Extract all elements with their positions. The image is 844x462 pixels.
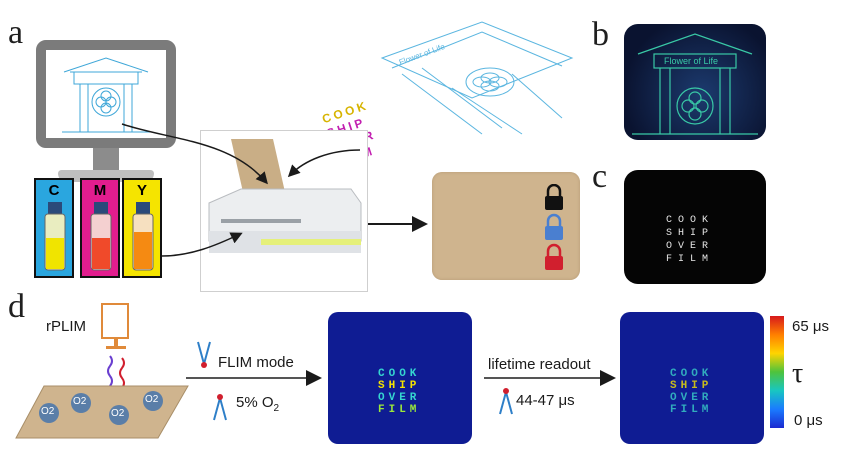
flim-image: COOK SHIP OVER FILM [328, 312, 472, 444]
printer [200, 130, 368, 292]
vial-icon [44, 202, 66, 271]
tweezers-icon [499, 388, 513, 415]
monitor-stand [93, 148, 119, 172]
filtered-row-2: SHIP [670, 380, 713, 392]
colorbar-symbol: τ [792, 358, 804, 389]
flim-mode-label: FLIM mode [218, 354, 294, 371]
vial-icon [90, 202, 112, 271]
flim-row-2: SHIP [378, 380, 421, 392]
glow-word-grid: COOK SHIP OVER FILM [666, 214, 714, 266]
o2-molecule-1: O2 [38, 402, 60, 429]
ink-magenta: M [80, 178, 120, 278]
colorbar-max: 65 μs [792, 318, 829, 335]
filtered-flim-image: COOK SHIP OVER FILM [620, 312, 764, 444]
word-grid-luminescence: COOK SHIP OVER FILM [624, 170, 766, 284]
readout-label: lifetime readout [488, 356, 591, 373]
glow-row-1: COOK [666, 215, 715, 226]
temple-luminescence-image: Flower of Life [624, 24, 766, 140]
glow-row-2: SHIP [666, 228, 715, 239]
colorbar-min: 0 μs [794, 412, 823, 429]
ink-label-m: M [93, 182, 107, 199]
o2-molecule-4: O2 [142, 390, 164, 417]
o2-molecule-3: O2 [108, 404, 130, 431]
filtered-word-grid: COOK SHIP OVER FILM [670, 368, 712, 416]
panel-label-d: d [8, 288, 25, 325]
panel-label-a: a [8, 14, 24, 51]
filtered-row-3: OVER [670, 392, 713, 404]
ink-label-y: Y [136, 182, 147, 199]
tweezers-icon [197, 341, 211, 368]
tweezers-icon [213, 394, 227, 421]
glow-row-3: OVER [666, 241, 715, 252]
rplim-device-icon [101, 303, 129, 389]
glow-row-4: FILM [666, 254, 715, 265]
o2-molecule-2: O2 [70, 392, 92, 419]
panel-label-b: b [592, 16, 609, 53]
flim-word-grid: COOK SHIP OVER FILM [378, 368, 420, 416]
flim-row-4: FILM [378, 404, 421, 416]
flim-row-3: OVER [378, 392, 421, 404]
temple-sign: Flower of Life [664, 56, 719, 66]
panel-label-c: c [592, 158, 608, 195]
ink-label-c: C [48, 182, 60, 199]
temple-glow-icon [632, 33, 758, 135]
temple-drawing-icon [62, 57, 150, 133]
monitor [36, 40, 176, 148]
vial-icon [132, 202, 154, 271]
lifetime-colorbar [770, 316, 784, 428]
flower-of-life-drawing-icon [380, 21, 574, 135]
lock-icons [545, 184, 563, 270]
filtered-row-4: FILM [670, 404, 713, 416]
ink-yellow: Y [122, 178, 162, 278]
printer-icon [208, 139, 362, 253]
printed-paper [432, 172, 580, 280]
filtered-row-1: COOK [670, 368, 713, 380]
o2-level-label: 5% O2 [236, 394, 280, 414]
flim-row-1: COOK [378, 368, 421, 380]
ink-cyan: C [34, 178, 74, 278]
readout-range: 44-47 μs [516, 392, 575, 409]
rplim-label: rPLIM [46, 318, 87, 335]
